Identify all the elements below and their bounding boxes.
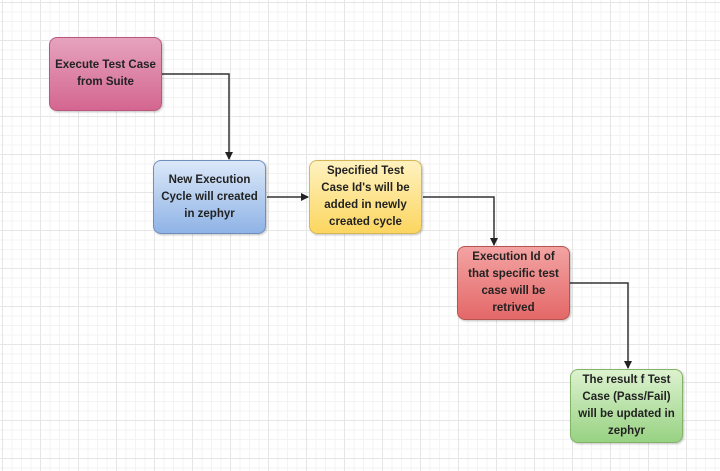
node-retrieve-execution-id[interactable]: Execution Id of that specific test case …: [457, 246, 570, 320]
node-execute-test-case[interactable]: Execute Test Case from Suite: [49, 37, 162, 111]
node-add-test-case-ids[interactable]: Specified Test Case Id's will be added i…: [309, 160, 422, 234]
arrow-3-to-4: [423, 196, 498, 246]
node-label: New Execution Cycle will created in zeph…: [161, 173, 258, 220]
node-label: The result f Test Case (Pass/Fail) will …: [578, 374, 675, 437]
node-update-result[interactable]: The result f Test Case (Pass/Fail) will …: [570, 369, 683, 443]
node-label: Execution Id of that specific test case …: [468, 251, 559, 314]
node-label: Execute Test Case from Suite: [55, 59, 156, 88]
arrow-1-to-2: [162, 73, 233, 160]
node-label: Specified Test Case Id's will be added i…: [321, 165, 410, 228]
node-new-execution-cycle[interactable]: New Execution Cycle will created in zeph…: [153, 160, 266, 234]
arrow-4-to-5: [570, 282, 632, 369]
